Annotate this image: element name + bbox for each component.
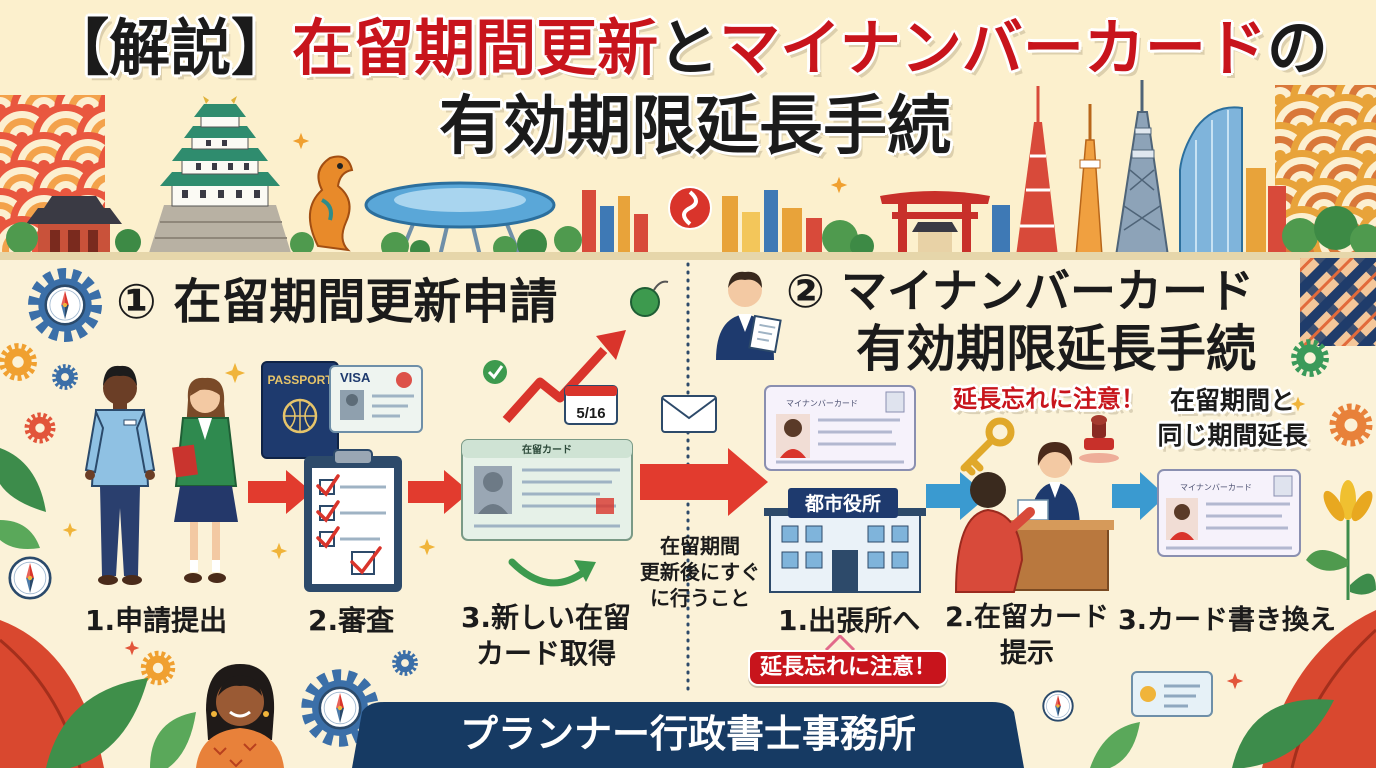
leaf-decoration (0, 448, 46, 512)
residence-card-title: 在留カード (522, 443, 572, 456)
stamp-icon (1079, 415, 1119, 463)
visa-card-illustration: VISA (329, 365, 423, 433)
step-label-line: 2.在留カード (944, 602, 1110, 633)
title-part: 【解説】 (48, 13, 293, 84)
tower-red-illustration (992, 86, 1058, 256)
id-card-icon (1131, 671, 1213, 717)
dome-stadium-illustration (364, 181, 556, 260)
castle-illustration (148, 96, 292, 256)
decorations-right (830, 176, 1376, 722)
step-label-line: カード取得 (475, 637, 616, 670)
section2-step3-label: 3.カード書き換え (1118, 605, 1337, 636)
city-hall-building-illustration: 都市役所 (764, 488, 926, 652)
step-label-line: 3.新しい在留 (460, 601, 632, 634)
my-number-card-title: マイナンバーカード (786, 399, 858, 408)
center-emblem-icon (668, 186, 712, 230)
section2-step1-label: 1.出張所へ (778, 604, 921, 637)
decorations-left (0, 132, 436, 741)
note-line: 更新後にすぐ (639, 560, 761, 584)
compass-icon (44, 284, 86, 326)
arrow-step2-to-step3-right (1112, 472, 1166, 520)
title-part: と (658, 13, 720, 84)
businessman-illustration (716, 271, 782, 360)
tv-tower-illustration (1075, 104, 1103, 257)
envelope-icon (661, 395, 717, 433)
passport-label: PASSPORT (267, 373, 333, 387)
warning-badge: 延長忘れに注意！ (748, 650, 948, 686)
smiling-woman-illustration (196, 664, 284, 768)
note-line: 在留期間と (1169, 386, 1295, 415)
glass-building-illustration (1179, 106, 1376, 257)
note-line: 同じ期間延長 (1157, 421, 1308, 450)
city-blocks-middle (722, 190, 874, 258)
section1-step1-label: 1.申請提出 (85, 604, 228, 637)
plaid-pattern (1300, 258, 1376, 346)
rewritten-card-title: マイナンバーカード (1180, 483, 1252, 492)
title-part: マイナンバーカード (719, 13, 1267, 84)
trend-up-arrow-illustration (483, 330, 626, 424)
section1-step2-label: 2.審査 (308, 604, 395, 637)
residence-card-illustration: 在留カード (461, 439, 633, 541)
title-part: の (1266, 13, 1328, 84)
title-part: 在留期間更新 (292, 13, 659, 84)
section2-heading-line1: ② マイナンバーカード (786, 264, 1255, 318)
trees-left (6, 222, 314, 256)
arrow-step2-to-step3 (408, 470, 470, 514)
compass-icon (1042, 690, 1074, 722)
step-label-line: 提示 (1000, 638, 1054, 669)
skyline-ground (0, 252, 1376, 260)
calendar-icon: 5/16 (564, 385, 618, 425)
main-title-line2: 有効期限延長手続 (439, 90, 951, 164)
customer-illustration (954, 472, 1035, 593)
timing-note: 在留期間 更新後にすぐ に行うこと (630, 533, 770, 611)
applicant-man-illustration (84, 365, 156, 585)
section1-heading: ① 在留期間更新申請 (116, 274, 558, 330)
arrow-step1-to-step2 (248, 470, 312, 514)
shachihoko-illustration (308, 155, 354, 252)
applicant-woman-illustration (172, 377, 238, 583)
rewritten-card-illustration: マイナンバーカード (1157, 469, 1301, 557)
extension-warning-callout: 延長忘れに注意！ (953, 385, 1145, 413)
footer-banner (352, 702, 1024, 768)
main-title-line1: 【解説】在留期間更新とマイナンバーカードの (0, 10, 1376, 88)
temple-illustration (26, 196, 122, 256)
passport-illustration: PASSPORT (261, 361, 339, 459)
section2-heading-line2: 有効期限延長手続 (856, 320, 1256, 378)
office-name: プランナー行政書士事務所 (459, 712, 916, 756)
note-line: 在留期間 (660, 534, 740, 558)
section1-step3-label: 3.新しい在留 カード取得 (456, 600, 636, 672)
leaves-bottom-right (1090, 610, 1376, 768)
my-number-card-illustration: マイナンバーカード (764, 385, 916, 471)
note-line: に行うこと (650, 586, 750, 610)
clipboard-checklist-illustration (304, 449, 402, 592)
section2-step2-label: 2.在留カード 提示 (938, 600, 1116, 672)
leaf-decoration (0, 520, 40, 549)
globe-icon (630, 280, 669, 317)
compass-icon (8, 556, 52, 600)
extension-period-note: 在留期間と 同じ期間延長 (1150, 383, 1315, 453)
city-blocks-left (554, 190, 648, 256)
leaves-bottom-left (0, 620, 196, 768)
calendar-date: 5/16 (576, 405, 605, 422)
arrow-section1-to-section2 (640, 448, 768, 516)
lotus-flower-decoration (1306, 480, 1376, 600)
green-curved-arrow (508, 558, 596, 587)
building-sign: 都市役所 (804, 492, 881, 515)
key-icon (960, 417, 1015, 476)
visa-label: VISA (340, 370, 371, 385)
